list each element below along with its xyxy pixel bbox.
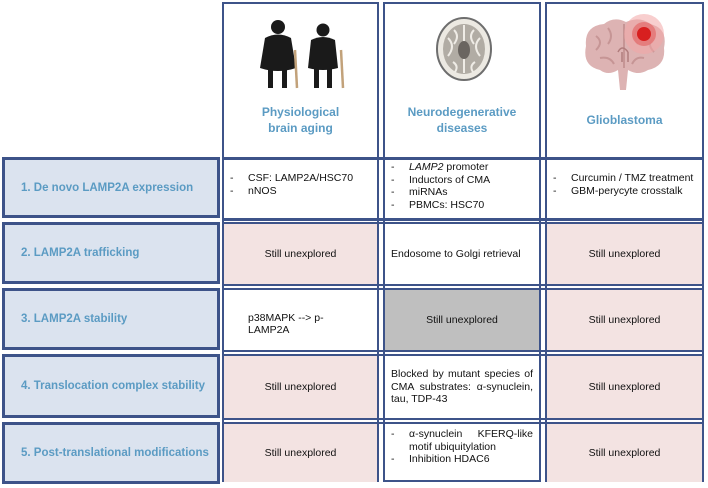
row-separator bbox=[222, 354, 704, 356]
list-item: nNOS bbox=[224, 185, 377, 198]
cell-r5-gbm: Still unexplored bbox=[547, 424, 702, 482]
brain-mri-icon bbox=[434, 16, 494, 82]
list-item: LAMP2 promoter bbox=[385, 161, 539, 174]
list-item: Curcumin / TMZ treatment bbox=[547, 172, 704, 185]
cell-r2-aging: Still unexplored bbox=[224, 224, 377, 284]
column-frame-neuro bbox=[383, 2, 541, 482]
cell-r4-neuro: Blocked by mutant species of CMA substra… bbox=[391, 368, 533, 406]
cell-r2-gbm: Still unexplored bbox=[547, 224, 702, 284]
cell-r3-aging: p38MAPK --> p-LAMP2A bbox=[248, 311, 324, 337]
cell-r3-neuro: Still unexplored bbox=[385, 290, 539, 350]
cell-r4-aging: Still unexplored bbox=[224, 356, 377, 418]
cell-r1-aging: CSF: LAMP2A/HSC70 nNOS bbox=[224, 172, 377, 197]
list-item: α-synuclein KFERQ-like motif ubiquitylat… bbox=[385, 428, 533, 453]
row-label-3: 3. LAMP2A stability bbox=[2, 288, 220, 350]
row-separator bbox=[222, 422, 704, 424]
row-label-2: 2. LAMP2A trafficking bbox=[2, 222, 220, 284]
list-item: Inductors of CMA bbox=[385, 174, 539, 187]
column-header-neuro: Neurodegenerative diseases bbox=[407, 105, 517, 135]
cell-r1-gbm: Curcumin / TMZ treatment GBM-perycyte cr… bbox=[547, 172, 704, 197]
list-item: PBMCs: HSC70 bbox=[385, 199, 539, 212]
row-separator bbox=[222, 222, 704, 224]
row-label-4: 4. Translocation complex stability bbox=[2, 354, 220, 418]
column-header-aging: Physiological brain aging bbox=[261, 105, 340, 135]
cell-r2-neuro: Endosome to Golgi retrieval bbox=[391, 247, 521, 260]
row-separator bbox=[222, 218, 704, 221]
cell-r1-neuro: LAMP2 promoter Inductors of CMA miRNAs P… bbox=[385, 161, 539, 211]
row-separator bbox=[222, 418, 704, 420]
list-item: CSF: LAMP2A/HSC70 bbox=[224, 172, 377, 185]
row-label-5: 5. Post-translational modifications bbox=[2, 422, 220, 484]
brain-tumor-icon bbox=[578, 12, 672, 96]
cell-r4-gbm: Still unexplored bbox=[547, 356, 702, 418]
row-separator bbox=[222, 284, 704, 286]
row-label-1: 1. De novo LAMP2A expression bbox=[2, 157, 220, 218]
cell-r5-aging: Still unexplored bbox=[224, 424, 377, 482]
cell-r3-gbm: Still unexplored bbox=[547, 290, 702, 350]
row-separator bbox=[222, 288, 704, 290]
row-separator bbox=[222, 350, 704, 352]
elderly-couple-icon bbox=[245, 18, 357, 90]
row-separator bbox=[222, 157, 704, 160]
list-item: Inhibition HDAC6 bbox=[385, 453, 533, 466]
list-item: GBM-perycyte crosstalk bbox=[547, 185, 704, 198]
list-item: miRNAs bbox=[385, 186, 539, 199]
gene-name: LAMP2 bbox=[409, 161, 444, 173]
column-header-gbm: Glioblastoma bbox=[586, 113, 663, 127]
cell-r5-neuro: α-synuclein KFERQ-like motif ubiquitylat… bbox=[385, 428, 539, 466]
